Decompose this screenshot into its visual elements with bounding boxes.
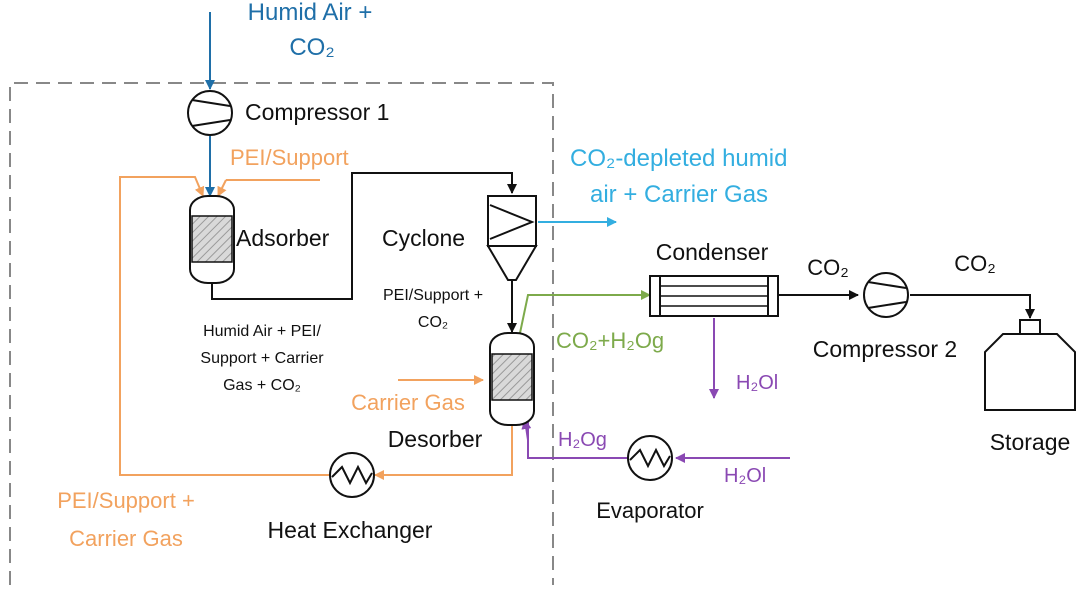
compressor-2-label: Compressor 2 — [813, 336, 957, 362]
compressor2-to-storage-stream — [910, 294, 1035, 319]
cyclone-label: Cyclone — [382, 225, 465, 251]
adsorber-outlet-label-line2: Support + Carrier — [200, 350, 324, 367]
adsorber-outlet-label-line1: Humid Air + PEI/ — [203, 323, 321, 340]
recycle-stream — [119, 176, 330, 476]
compressor-2-icon — [863, 272, 909, 318]
cyclone-outlet-label-line2: CO₂ — [418, 314, 448, 331]
adsorber-outlet-label-line3: Gas + CO₂ — [223, 377, 301, 394]
evaporator-label: Evaporator — [596, 498, 704, 523]
condensate-label: H₂Ol — [736, 372, 778, 394]
carrier-gas-label: Carrier Gas — [351, 390, 465, 415]
system-boundary — [9, 82, 554, 585]
recycle-label-line2: Carrier Gas — [69, 526, 183, 551]
heat-exchanger-label: Heat Exchanger — [268, 517, 433, 543]
co2-after-condenser-label: CO₂ — [807, 255, 849, 280]
condenser-icon — [649, 275, 779, 317]
recycle-label-line1: PEI/Support + — [57, 488, 195, 513]
co2-h2o-label: CO₂+H₂Og — [556, 328, 664, 353]
condenser-label: Condenser — [656, 239, 769, 265]
co2-h2o-stream — [519, 290, 651, 334]
compressor-1-label: Compressor 1 — [245, 99, 389, 125]
depleted-air-label-line2: air + Carrier Gas — [590, 181, 768, 208]
compressor-1-icon — [187, 90, 233, 136]
cyclone-outlet-label-line1: PEI/Support + — [383, 287, 483, 304]
depleted-air-label-line1: CO₂-depleted humid — [570, 145, 787, 172]
water-feed-label: H₂Ol — [724, 465, 766, 487]
pei-support-label: PEI/Support — [230, 145, 349, 170]
desorber-vessel-icon — [489, 332, 535, 426]
evaporator-icon — [627, 435, 673, 481]
steam-label: H₂Og — [558, 429, 607, 451]
desorber-label: Desorber — [388, 426, 483, 452]
adsorber-to-cyclone-stream — [211, 172, 517, 300]
storage-label: Storage — [990, 429, 1071, 455]
cyclone-icon — [486, 195, 538, 281]
adsorber-label: Adsorber — [236, 225, 330, 251]
pei-feed-stream-down — [217, 179, 227, 197]
inlet-label-line1: Humid Air + — [248, 0, 373, 26]
co2-to-storage-label: CO₂ — [954, 251, 996, 276]
heat-exchanger-icon — [329, 452, 375, 498]
adsorber-vessel-icon — [189, 195, 235, 284]
inlet-label-line2: CO₂ — [289, 34, 334, 61]
storage-tank-icon — [984, 319, 1076, 411]
desorber-to-heat-exchanger-stream — [374, 425, 513, 480]
